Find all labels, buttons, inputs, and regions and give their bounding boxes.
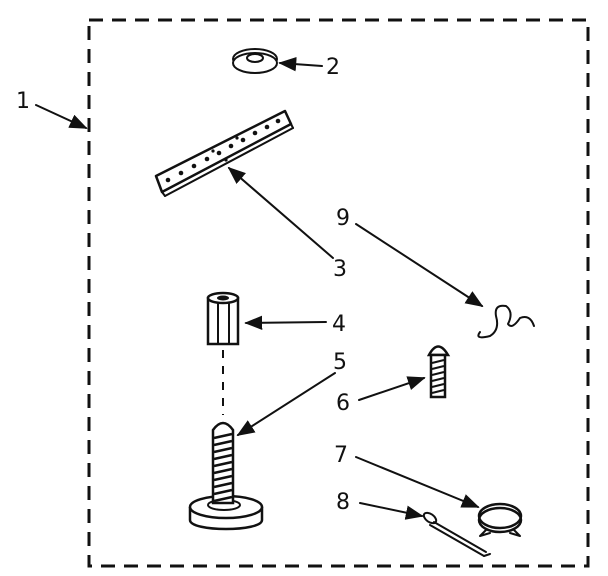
- kit-boundary: [87, 18, 590, 568]
- callout-2-leader: [278, 56, 323, 72]
- callout-4-label: 4: [332, 312, 346, 337]
- callout-8-leader: [359, 502, 424, 520]
- spring-clip-part: [477, 304, 535, 339]
- coupling-nut-part: [206, 291, 240, 346]
- callout-6-label: 6: [336, 391, 350, 416]
- callout-5-leader: [236, 372, 336, 436]
- washer-part: [232, 48, 278, 74]
- callout-5-label: 5: [333, 350, 347, 375]
- callout-3-label: 3: [333, 257, 347, 282]
- callout-1-label: 1: [16, 89, 30, 114]
- callout-1-leader: [35, 104, 88, 129]
- callout-4-leader: [244, 315, 327, 330]
- callout-2-label: 2: [326, 55, 340, 80]
- callout-8-label: 8: [336, 490, 350, 515]
- callout-7-label: 7: [334, 443, 348, 468]
- callout-9-label: 9: [336, 206, 350, 231]
- callout-6-leader: [358, 376, 426, 401]
- clamp-ring-part: [477, 502, 523, 537]
- callout-7-leader: [355, 456, 480, 508]
- bracket-part: [154, 109, 294, 197]
- callout-3-leader: [227, 166, 334, 259]
- leveling-leg-part: [188, 421, 264, 531]
- bolt-part: [426, 345, 451, 399]
- callout-9-leader: [355, 223, 484, 307]
- cotter-pin-part: [422, 511, 491, 557]
